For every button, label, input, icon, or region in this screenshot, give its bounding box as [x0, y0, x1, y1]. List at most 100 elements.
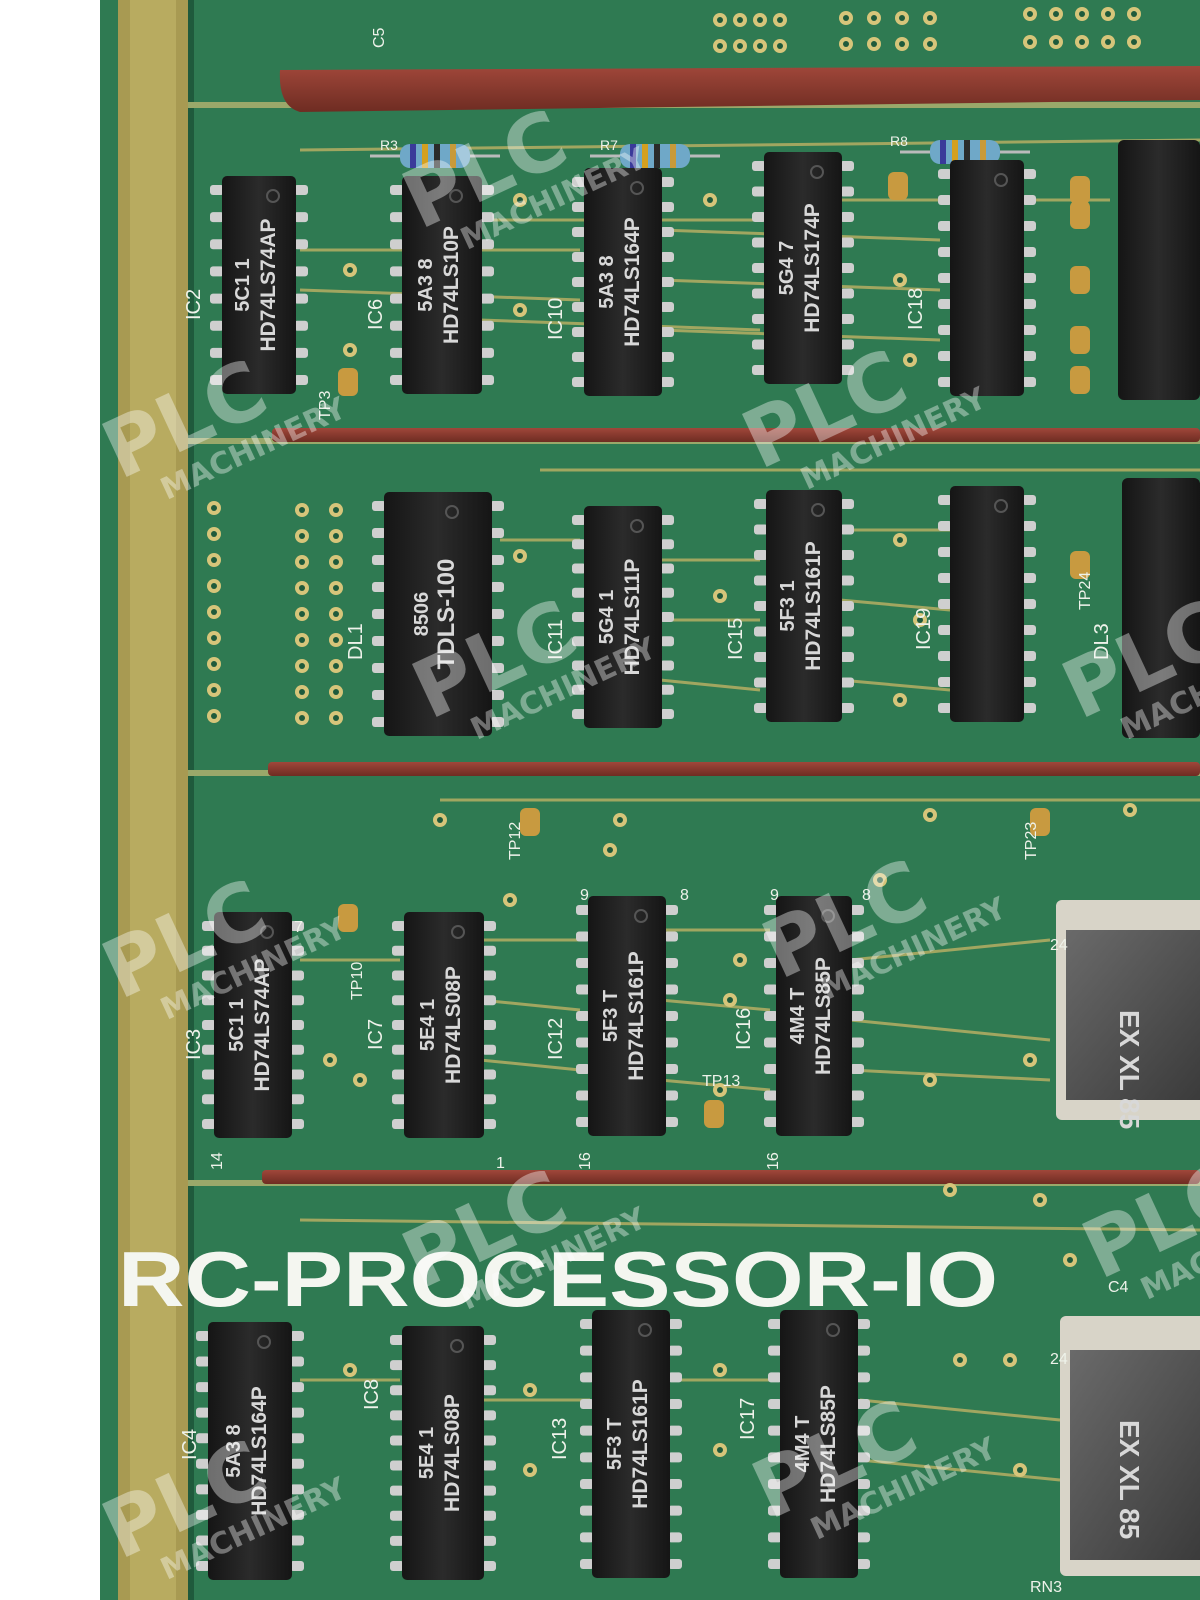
via-hole	[333, 689, 339, 695]
chip-pin	[660, 563, 674, 574]
via-hole	[333, 585, 339, 591]
chip-pin	[480, 266, 494, 277]
chip-pin	[482, 1044, 496, 1055]
chip-pin	[490, 501, 504, 511]
chip-pin	[856, 1532, 870, 1543]
chip-pin	[372, 717, 386, 727]
chip-pin	[490, 663, 504, 673]
chip-pin	[768, 1319, 782, 1329]
chip-pin	[660, 684, 674, 695]
copper-trace	[479, 998, 581, 1012]
via-hole	[1105, 39, 1111, 45]
chip-pin	[1022, 651, 1036, 661]
chip-pin	[290, 1119, 304, 1129]
label-ic10: IC10	[545, 298, 567, 340]
chip-date-code: 4M4 T	[787, 988, 809, 1045]
pin-label-8a: 8	[680, 887, 689, 904]
chip-date-code: 5C1 1	[232, 258, 254, 311]
chip-pin	[764, 958, 778, 968]
via-hole	[1027, 39, 1033, 45]
chip-pin	[196, 1331, 210, 1341]
chip-pin	[480, 185, 494, 195]
chip-pin	[390, 347, 404, 358]
via-hole	[299, 715, 305, 721]
chip-pin	[580, 1452, 594, 1463]
via-hole	[347, 347, 353, 353]
chip-date-code: 5E4 1	[416, 1427, 438, 1479]
chip-pin	[372, 501, 386, 511]
via-hole	[299, 533, 305, 539]
chip-pin	[482, 995, 496, 1006]
chip-pin	[1022, 377, 1036, 387]
via-hole	[871, 15, 877, 21]
chip-pin	[290, 1484, 304, 1495]
via-hole	[211, 583, 217, 589]
via-hole	[907, 357, 913, 363]
via-hole	[333, 637, 339, 643]
test-point-post	[704, 1100, 724, 1128]
chip-pin	[480, 375, 494, 385]
via-hole	[211, 557, 217, 563]
chip-pin	[482, 945, 496, 956]
chip-pin	[664, 984, 678, 995]
chip-pin	[840, 339, 854, 350]
chip-pin	[490, 717, 504, 727]
chip-pin	[840, 161, 854, 171]
chip-pin	[392, 921, 406, 931]
chip-part-number: TDLS-100	[433, 559, 460, 670]
chip-part-number: HD74LS85P	[812, 957, 835, 1075]
chip-pin	[482, 1510, 496, 1521]
via-hole	[211, 609, 217, 615]
chip-pin	[840, 677, 854, 688]
chip-pin	[752, 161, 766, 171]
chip-pin	[856, 1345, 870, 1356]
label-r7: R7	[600, 137, 618, 153]
label-tp10: TP10	[349, 962, 366, 1000]
chip-pin	[482, 1335, 496, 1345]
chip-pin	[390, 1460, 404, 1471]
via-hole	[897, 697, 903, 703]
chip-body	[402, 176, 482, 394]
chip-pin	[752, 314, 766, 324]
chip-pin	[202, 945, 216, 956]
chip-pin	[660, 377, 674, 387]
via-hole	[727, 997, 733, 1003]
chip-pin	[196, 1458, 210, 1469]
via-hole	[717, 17, 723, 23]
chip-pin	[482, 1094, 496, 1105]
chip-pin	[392, 995, 406, 1006]
chip-pin	[764, 1064, 778, 1074]
chip-pin	[850, 931, 864, 942]
copper-trace	[849, 938, 1051, 962]
chip-pin	[290, 1509, 304, 1520]
chip-pin	[392, 945, 406, 956]
chip-pin	[856, 1452, 870, 1463]
chip-pin	[390, 1485, 404, 1496]
via-hole	[1027, 11, 1033, 17]
chip-pin	[668, 1425, 682, 1436]
chip-pin	[660, 202, 674, 212]
chip-pin	[580, 1479, 594, 1489]
chip-pin	[668, 1505, 682, 1516]
copper-trace	[849, 1068, 1051, 1082]
chip-pin	[196, 1509, 210, 1520]
chip-pin	[196, 1535, 210, 1546]
chip-pin	[1022, 169, 1036, 179]
chip-pin	[196, 1382, 210, 1393]
chip-pin	[1022, 703, 1036, 713]
chip-pin	[1022, 599, 1036, 609]
chip-pin	[490, 528, 504, 538]
chip-pin	[764, 1117, 778, 1127]
via-hole	[717, 1367, 723, 1373]
chip-pin	[850, 1090, 864, 1101]
resistor-band	[410, 144, 416, 168]
label-dl3: DL3	[1091, 623, 1113, 660]
chip-pin	[572, 709, 586, 719]
chip-pin	[840, 186, 854, 197]
chip-pin	[768, 1505, 782, 1516]
